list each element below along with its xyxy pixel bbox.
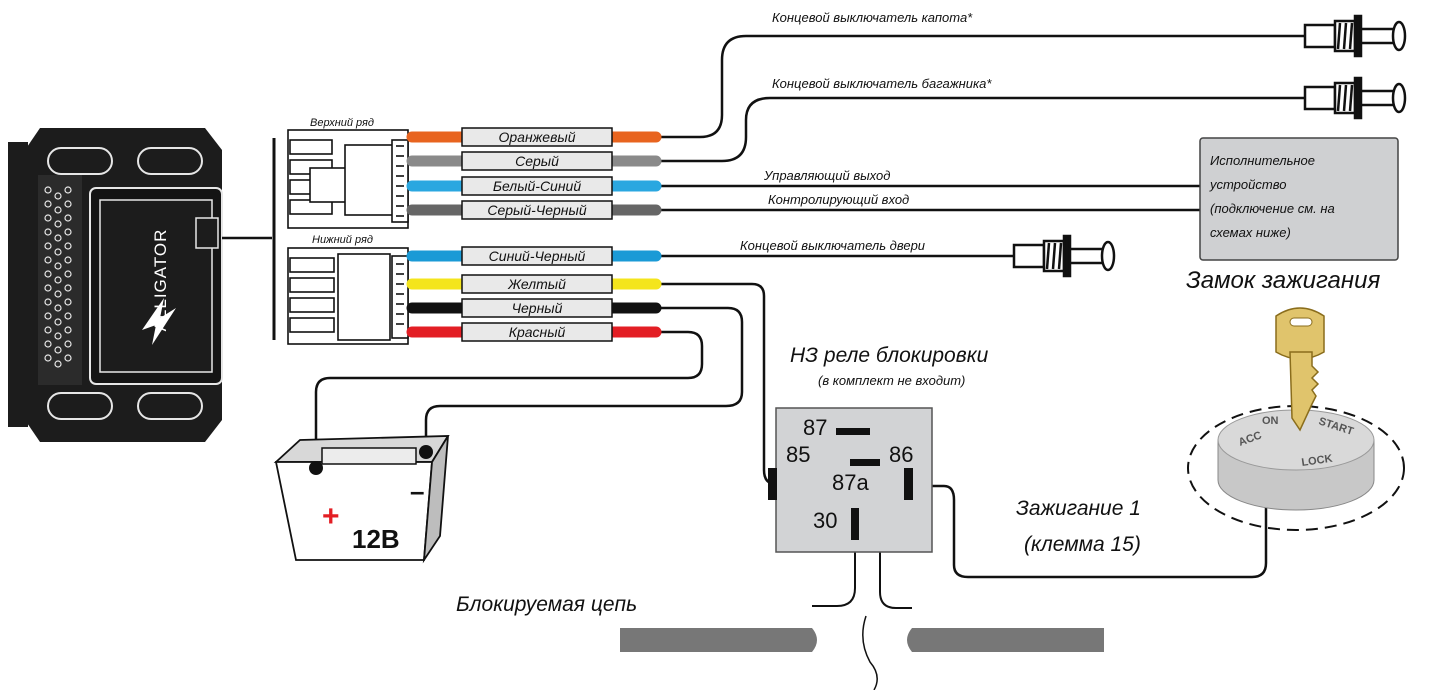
actuator-line-1: Исполнительное xyxy=(1210,153,1315,168)
lower-connector xyxy=(287,247,409,345)
alarm-unit: ALLIGATOR xyxy=(8,128,276,442)
wire-1: Оранжевый xyxy=(406,127,662,147)
actuator-line-3: (подключение см. на xyxy=(1210,201,1335,216)
wire-label-box xyxy=(461,322,613,342)
key-pos-lock: LOCK xyxy=(1301,453,1334,469)
wire-label: Черный xyxy=(512,300,563,316)
vent-holes xyxy=(44,186,72,368)
wire-label-box xyxy=(461,274,613,294)
wire-5: Синий-Черный xyxy=(406,246,662,266)
battery-voltage: 12В xyxy=(352,524,400,554)
wire-4: Серый-Черный xyxy=(406,200,662,220)
wire-label: Красный xyxy=(509,324,566,340)
ignition-key-icon xyxy=(1275,307,1325,432)
door-limit-switch-icon xyxy=(1012,234,1116,278)
wire-label: Оранжевый xyxy=(499,129,576,145)
trunk-switch-label: Концевой выключатель багажника* xyxy=(772,76,992,91)
monitor-input-label: Контролирующий вход xyxy=(768,192,909,207)
relay-icon: 87 85 86 87a 30 xyxy=(768,407,933,553)
wire-label-box xyxy=(461,151,613,171)
relay-note: (в комплект не входит) xyxy=(818,373,965,388)
battery-minus: – xyxy=(410,476,424,506)
ignition-label-2: (клемма 15) xyxy=(1024,533,1141,556)
wire-7: Черный xyxy=(406,298,662,318)
relay-title: НЗ реле блокировки xyxy=(790,344,989,367)
wire-stubs: ОранжевыйСерыйБелый-СинийСерый-ЧерныйСин… xyxy=(406,127,662,342)
hood-switch-label: Концевой выключатель капота* xyxy=(772,10,973,25)
actuator-box: Исполнительное устройство (подключение с… xyxy=(1199,137,1399,261)
wire-2: Серый xyxy=(406,151,662,171)
ignition-label-1: Зажигание 1 xyxy=(1016,497,1141,520)
wire-label: Серый-Черный xyxy=(487,202,586,218)
blocked-circuit xyxy=(620,615,1104,690)
ignition-lock-icon: ACC ON START LOCK xyxy=(1187,307,1405,531)
hood-limit-switch-icon xyxy=(1303,14,1407,58)
actuator-line-4: схемах ниже) xyxy=(1210,225,1291,240)
battery-icon: + – 12В xyxy=(273,435,450,564)
relay-pin-87: 87 xyxy=(803,415,827,440)
actuator-line-2: устройство xyxy=(1209,177,1286,192)
wire-6: Желтый xyxy=(406,274,662,294)
key-pos-on: ON xyxy=(1262,415,1279,427)
trunk-limit-switch-icon xyxy=(1303,76,1407,120)
wire-label-box xyxy=(461,176,613,196)
upper-connector xyxy=(287,129,409,229)
ignition-lock-title: Замок зажигания xyxy=(1186,267,1380,294)
wire-label: Белый-Синий xyxy=(493,178,581,194)
relay-pin-87a: 87a xyxy=(832,470,869,495)
wire-3: Белый-Синий xyxy=(406,176,662,196)
wire-label: Синий-Черный xyxy=(489,248,586,264)
wire-label-box xyxy=(461,127,613,147)
routed-wires xyxy=(314,34,1305,609)
door-switch-label: Концевой выключатель двери xyxy=(740,238,925,253)
relay-pin-85: 85 xyxy=(786,442,810,467)
connectors: Верхний ряд Нижний ряд xyxy=(287,117,409,345)
battery-plus: + xyxy=(322,500,340,533)
wire-label: Желтый xyxy=(507,276,566,292)
wire-label-box xyxy=(461,298,613,318)
control-output-label: Управляющий выход xyxy=(763,168,890,183)
relay-pin-86: 86 xyxy=(889,442,913,467)
relay-pin-30: 30 xyxy=(813,508,837,533)
actuator-box-bg xyxy=(1199,137,1399,261)
blocked-circuit-label: Блокируемая цепь xyxy=(456,593,637,616)
brand-logo-text: ALLIGATOR xyxy=(151,229,170,332)
lower-row-label: Нижний ряд xyxy=(312,234,373,246)
wire-label: Серый xyxy=(515,153,559,169)
wire-label-box xyxy=(461,246,613,266)
wire-8: Красный xyxy=(406,322,662,342)
upper-row-label: Верхний ряд xyxy=(310,117,374,129)
wire-label-box xyxy=(461,200,613,220)
